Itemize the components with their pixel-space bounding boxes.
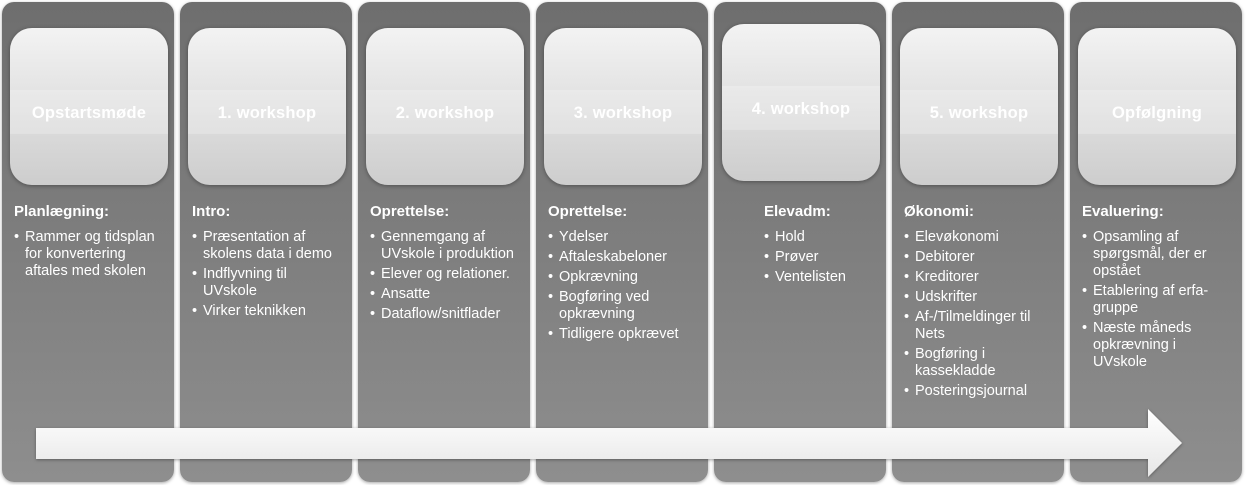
- step-heading: Elevadm:: [764, 203, 831, 220]
- step-content: Intro: Præsentation af skolens data i de…: [192, 203, 344, 323]
- tile-highlight-band: [1078, 90, 1236, 134]
- step-title-tile: 5. workshop: [900, 28, 1058, 185]
- tile-highlight-band: [900, 90, 1058, 134]
- list-item: Elevøkonomi: [904, 229, 1056, 246]
- step-heading: Planlægning:: [14, 203, 109, 220]
- list-item: Prøver: [764, 249, 878, 266]
- tile-highlight-band: [366, 90, 524, 134]
- step-column-6: 5. workshop Økonomi: Elevøkonomi Debitor…: [892, 2, 1064, 482]
- list-item: Præsentation af skolens data i demo: [192, 229, 344, 263]
- arrow-shape: [36, 409, 1182, 477]
- step-column-7: Opfølgning Evaluering: Opsamling af spør…: [1070, 2, 1242, 482]
- step-content: Evaluering: Opsamling af spørgsmål, der …: [1082, 203, 1234, 374]
- list-item: Ydelser: [548, 229, 700, 246]
- step-item-list: Præsentation af skolens data i demo Indf…: [192, 229, 344, 320]
- list-item: Rammer og tidsplan for konvertering afta…: [14, 229, 166, 280]
- list-item: Kreditorer: [904, 269, 1056, 286]
- list-item: Hold: [764, 229, 878, 246]
- step-content: Oprettelse: Ydelser Aftaleskabeloner Opk…: [548, 203, 700, 346]
- list-item: Aftaleskabeloner: [548, 249, 700, 266]
- step-item-list: Gennemgang af UVskole i produktion Eleve…: [370, 229, 522, 323]
- list-item: Ansatte: [370, 286, 522, 303]
- step-title-tile: 2. workshop: [366, 28, 524, 185]
- step-column-5: 4. workshop Elevadm: Hold Prøver Venteli…: [714, 2, 886, 482]
- step-heading: Oprettelse:: [548, 203, 628, 220]
- tile-highlight-band: [722, 86, 880, 130]
- list-item: Opkrævning: [548, 269, 700, 286]
- step-title-tile: 3. workshop: [544, 28, 702, 185]
- step-item-list: Elevøkonomi Debitorer Kreditorer Udskrif…: [904, 229, 1056, 400]
- list-item: Elever og relationer.: [370, 266, 522, 283]
- step-heading: Økonomi:: [904, 203, 974, 220]
- list-item: Ventelisten: [764, 269, 878, 286]
- step-content: Økonomi: Elevøkonomi Debitorer Kreditore…: [904, 203, 1056, 403]
- list-item: Virker teknikken: [192, 303, 344, 320]
- list-item: Bogføring ved opkrævning: [548, 289, 700, 323]
- step-title: Opfølgning: [1112, 103, 1202, 122]
- step-content: Oprettelse: Gennemgang af UVskole i prod…: [370, 203, 522, 326]
- step-heading: Evaluering:: [1082, 203, 1164, 220]
- step-title-tile: Opfølgning: [1078, 28, 1236, 185]
- list-item: Opsamling af spørgsmål, der er opstået: [1082, 229, 1234, 280]
- step-title: 1. workshop: [217, 103, 317, 122]
- step-title-tile: 4. workshop: [722, 24, 880, 181]
- list-item: Etablering af erfa-gruppe: [1082, 283, 1234, 317]
- step-item-list: Ydelser Aftaleskabeloner Opkrævning Bogf…: [548, 229, 700, 343]
- step-column-1: Opstartsmøde Planlægning: Rammer og tids…: [2, 2, 174, 482]
- step-title: 4. workshop: [751, 99, 851, 118]
- step-column-2: 1. workshop Intro: Præsentation af skole…: [180, 2, 352, 482]
- list-item: Tidligere opkrævet: [548, 326, 700, 343]
- step-column-4: 3. workshop Oprettelse: Ydelser Aftalesk…: [536, 2, 708, 482]
- tile-highlight-band: [10, 90, 168, 134]
- step-title-tile: 1. workshop: [188, 28, 346, 185]
- step-title: 2. workshop: [395, 103, 495, 122]
- list-item: Næste måneds opkrævning i UVskole: [1082, 320, 1234, 371]
- list-item: Debitorer: [904, 249, 1056, 266]
- list-item: Dataflow/snitflader: [370, 306, 522, 323]
- list-item: Gennemgang af UVskole i produktion: [370, 229, 522, 263]
- list-item: Posteringsjournal: [904, 383, 1056, 400]
- list-item: Udskrifter: [904, 289, 1056, 306]
- list-item: Bogføring i kassekladde: [904, 346, 1056, 380]
- step-item-list: Hold Prøver Ventelisten: [726, 229, 878, 286]
- tile-highlight-band: [544, 90, 702, 134]
- step-column-3: 2. workshop Oprettelse: Gennemgang af UV…: [358, 2, 530, 482]
- step-heading: Oprettelse:: [370, 203, 450, 220]
- step-content: Planlægning: Rammer og tidsplan for konv…: [14, 203, 166, 283]
- list-item: Af-/Tilmeldinger til Nets: [904, 309, 1056, 343]
- step-heading: Intro:: [192, 203, 231, 220]
- tile-highlight-band: [188, 90, 346, 134]
- step-title: Opstartsmøde: [31, 103, 147, 122]
- list-item: Indflyvning til UVskole: [192, 266, 344, 300]
- step-item-list: Rammer og tidsplan for konvertering afta…: [14, 229, 166, 280]
- step-title-tile: Opstartsmøde: [10, 28, 168, 185]
- step-title: 3. workshop: [573, 103, 673, 122]
- step-title: 5. workshop: [929, 103, 1029, 122]
- step-content: Elevadm: Hold Prøver Ventelisten: [726, 203, 878, 289]
- step-item-list: Opsamling af spørgsmål, der er opstået E…: [1082, 229, 1234, 371]
